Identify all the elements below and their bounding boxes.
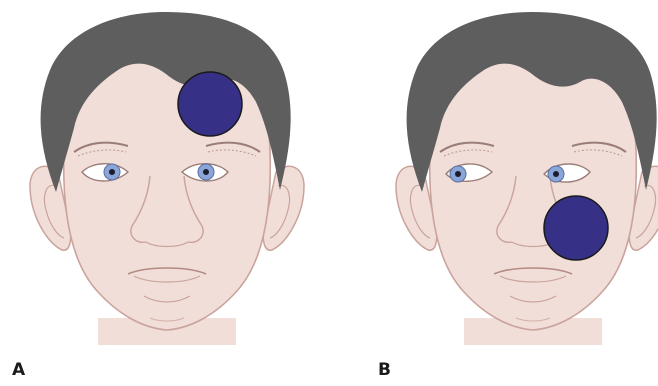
panel-b bbox=[396, 12, 658, 345]
face-a bbox=[30, 12, 304, 345]
panel-label-a: A bbox=[12, 362, 25, 379]
target-marker-a bbox=[178, 72, 242, 136]
panel-a bbox=[30, 12, 304, 345]
panel-label-b: B bbox=[378, 362, 391, 379]
target-marker-b bbox=[544, 196, 608, 260]
face-b bbox=[396, 12, 658, 345]
